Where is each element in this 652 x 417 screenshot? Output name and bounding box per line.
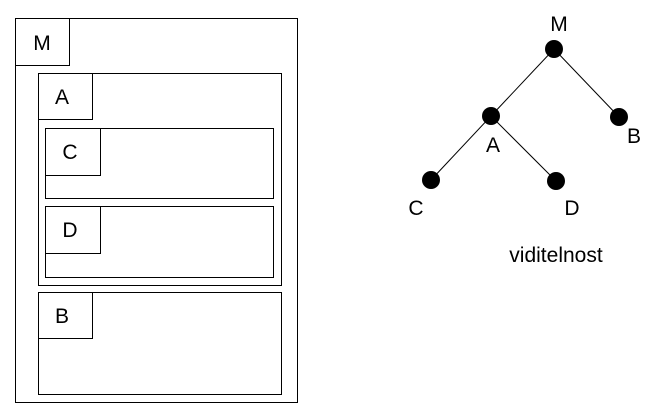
tree-node-m [545, 40, 563, 58]
tree-label-d: D [564, 197, 579, 220]
tree-nodes [422, 40, 628, 190]
module-a-box [38, 73, 282, 286]
edge-m-b [553, 48, 620, 118]
module-d-label-box [45, 206, 101, 254]
tree-label-m: M [550, 13, 568, 36]
module-d-box [45, 206, 274, 278]
edge-a-d [490, 115, 557, 182]
module-m-label-box [15, 18, 70, 66]
module-b-label-box [38, 292, 93, 339]
module-a-label-box [38, 73, 93, 120]
tree-edges [430, 48, 620, 182]
tree-caption: viditelnost [509, 244, 603, 267]
tree-label-b: B [627, 125, 641, 148]
module-b-label: B [55, 305, 69, 328]
module-c-box [45, 128, 274, 199]
module-m-label: M [33, 32, 51, 55]
module-c-label: C [62, 141, 77, 164]
nested-module-labels: M A C D B [33, 32, 77, 328]
nested-modules [15, 18, 298, 403]
tree-label-a: A [486, 134, 500, 157]
module-a-label: A [55, 86, 69, 109]
edge-a-c [430, 115, 492, 181]
tree-node-a [482, 107, 500, 125]
tree-node-d [547, 172, 565, 190]
edge-m-a [490, 48, 555, 117]
module-m-box [15, 18, 298, 403]
module-d-label: D [62, 219, 77, 242]
tree-label-c: C [408, 197, 423, 220]
tree-node-c [422, 171, 440, 189]
module-c-label-box [45, 128, 101, 176]
module-b-box [38, 292, 282, 395]
tree-node-b [610, 108, 628, 126]
tree-labels: M A B C D viditelnost [408, 13, 641, 267]
